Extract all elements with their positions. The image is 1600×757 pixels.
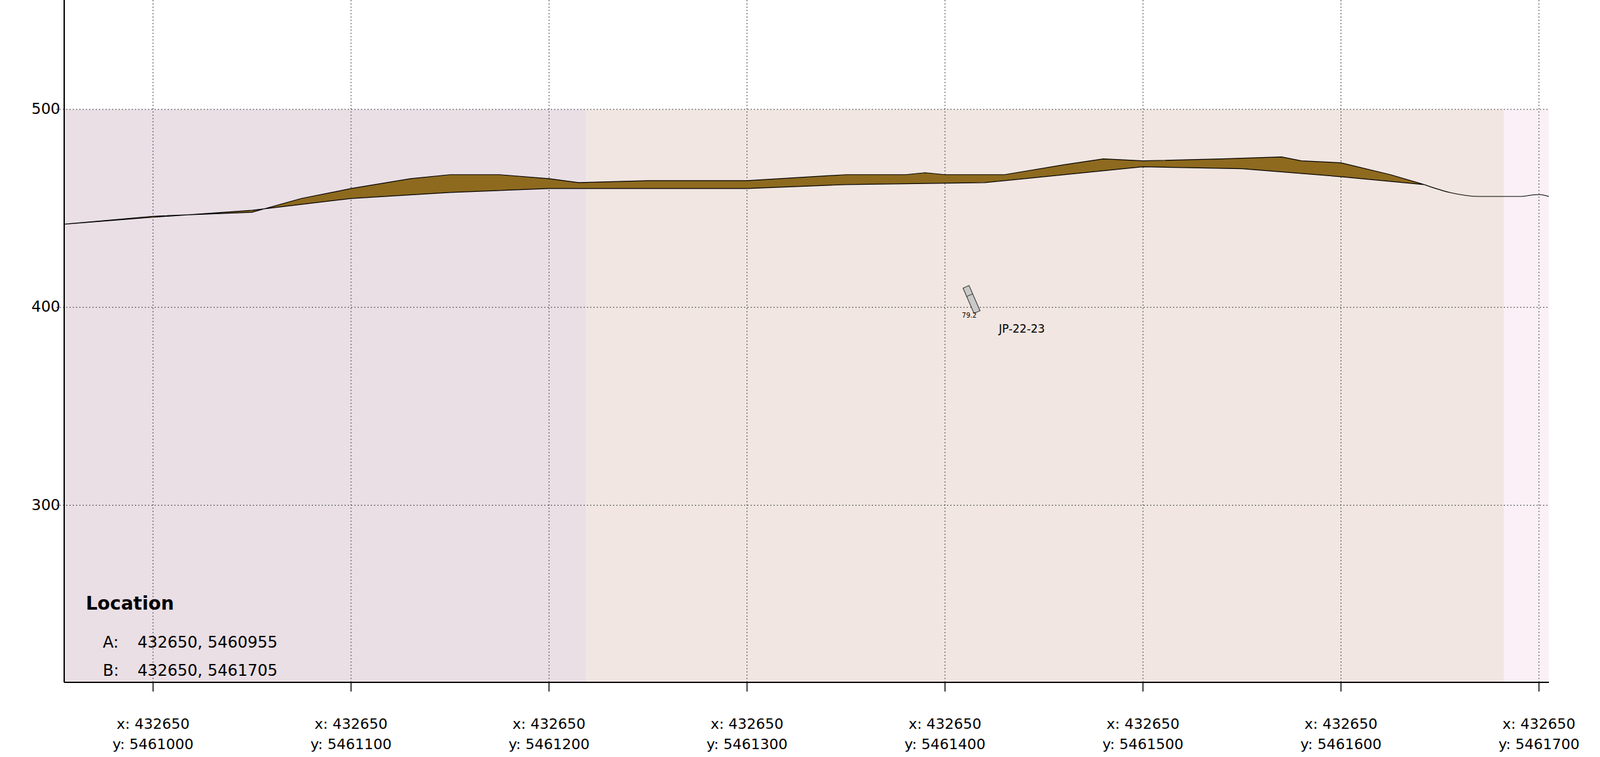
overburden-layer: [64, 157, 1425, 225]
location-value: 432650, 5460955: [137, 633, 278, 652]
axis-tick: [944, 682, 946, 692]
grid-line: [152, 0, 154, 683]
axis-value: 400: [31, 299, 61, 316]
location-key: B:: [102, 662, 120, 680]
depth-label: 79.2: [962, 311, 977, 319]
grid-line: [1538, 0, 1540, 683]
axis-value: 500: [31, 100, 61, 118]
tick-label: y: 5461500: [1102, 736, 1184, 753]
grid-line: [548, 0, 550, 683]
grid-line: [944, 0, 946, 683]
tick-label: x: 432650: [1106, 716, 1179, 733]
axis-tick: [1538, 682, 1540, 692]
tick-label: y: 5461000: [112, 736, 194, 753]
domain-band: [1503, 109, 1549, 683]
grid-line: [1340, 0, 1342, 683]
tick-label: x: 432650: [1502, 716, 1576, 733]
y-axis: [63, 0, 65, 683]
tick-label: y: 5461300: [706, 736, 788, 753]
drillhole-symbol: [962, 285, 980, 314]
ground-line: [1423, 184, 1549, 197]
tick-label: y: 5461100: [310, 736, 392, 753]
tick-label: x: 432650: [314, 716, 388, 733]
tick-label: y: 5461600: [1300, 736, 1382, 753]
grid-line: [56, 504, 1549, 506]
x-axis: [64, 681, 1549, 684]
axis-tick: [350, 682, 352, 692]
tick-label: x: 432650: [710, 716, 784, 733]
axis-tick: [1340, 682, 1342, 692]
grid-line: [56, 307, 1549, 308]
axis-tick: [746, 682, 748, 692]
grid-line: [351, 0, 352, 683]
location-key: A:: [102, 633, 119, 652]
axis-value: 300: [31, 497, 61, 514]
axis-tick: [1142, 682, 1144, 692]
tick-label: x: 432650: [1304, 716, 1378, 733]
grid-line: [746, 0, 748, 683]
tick-label: x: 432650: [116, 716, 190, 733]
drillhole-label: JP-22-23: [998, 322, 1045, 336]
drillhole-body: [962, 285, 980, 314]
axis-tick: [152, 682, 154, 692]
grid-line: [56, 109, 1549, 111]
location-value: 432650, 5461705: [137, 662, 278, 680]
domain-band: [585, 109, 1504, 683]
legend-heading: Location: [85, 594, 175, 615]
tick-label: y: 5461400: [904, 736, 986, 753]
axis-tick: [548, 682, 551, 692]
tick-label: y: 5461200: [508, 736, 590, 753]
tick-label: x: 432650: [512, 716, 586, 733]
tick-label: x: 432650: [908, 716, 982, 733]
drillhole-mark: [966, 294, 973, 297]
tick-label: y: 5461700: [1498, 736, 1580, 753]
grid-line: [1142, 0, 1144, 683]
